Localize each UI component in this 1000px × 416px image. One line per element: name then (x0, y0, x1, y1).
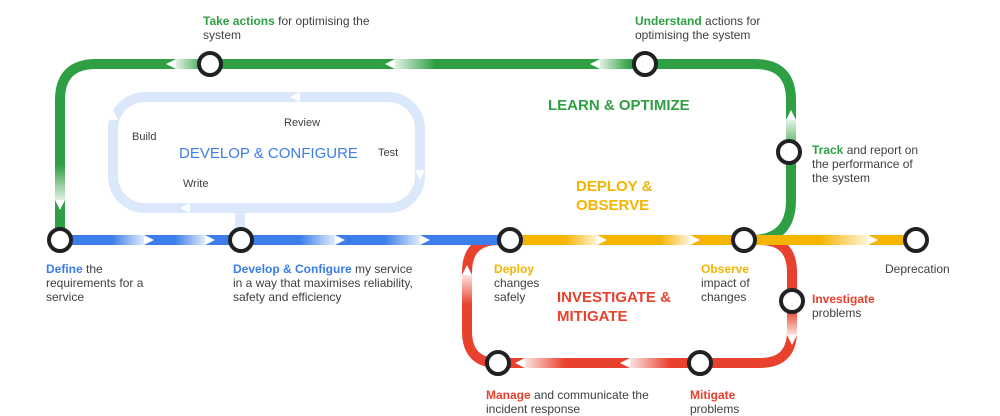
label-understand: Understand actions for optimising the sy… (635, 14, 761, 42)
station-observe (731, 227, 757, 253)
investigate-mitigate-title-1: INVESTIGATE & (557, 289, 671, 306)
station-mitigate (687, 350, 713, 376)
investigate-mitigate-title-2: MITIGATE (557, 308, 628, 325)
label-define: Define the requirements for a service (46, 262, 144, 304)
deploy-observe-title-2: OBSERVE (576, 197, 650, 214)
develop-cycle-loop (108, 92, 425, 213)
label-investigate: Investigate problems (812, 292, 875, 320)
learn-optimize-loop (55, 59, 796, 245)
station-track (776, 139, 802, 165)
station-deprecation (903, 227, 929, 253)
station-understand (632, 51, 658, 77)
label-deprecation: Deprecation (885, 262, 950, 276)
label-track: Track and report on the performance of t… (812, 143, 919, 185)
dev-cycle-write: Write (183, 178, 209, 190)
stations (47, 51, 929, 376)
station-manage (485, 350, 511, 376)
label-develop: Develop & Configure my service in a way … (233, 262, 413, 304)
station-take-actions (197, 51, 223, 77)
develop-configure-title: DEVELOP & CONFIGURE (179, 145, 358, 162)
direction-arrows (55, 59, 878, 368)
label-take-actions: Take actions for optimising the system (203, 14, 370, 42)
dev-cycle-build: Build (132, 131, 157, 143)
deploy-observe-title-1: DEPLOY & (576, 178, 653, 195)
label-manage: Manage and communicate the incident resp… (486, 388, 649, 416)
label-deploy: Deploy changes safely (494, 262, 540, 304)
learn-optimize-title: LEARN & OPTIMIZE (548, 97, 690, 114)
label-mitigate: Mitigate problems (690, 388, 740, 416)
label-observe: Observe impact of changes (701, 262, 750, 304)
dev-cycle-test: Test (378, 147, 399, 159)
station-develop (228, 227, 254, 253)
station-investigate (779, 288, 805, 314)
dev-cycle-review: Review (284, 117, 321, 129)
station-define (47, 227, 73, 253)
station-deploy (497, 227, 523, 253)
